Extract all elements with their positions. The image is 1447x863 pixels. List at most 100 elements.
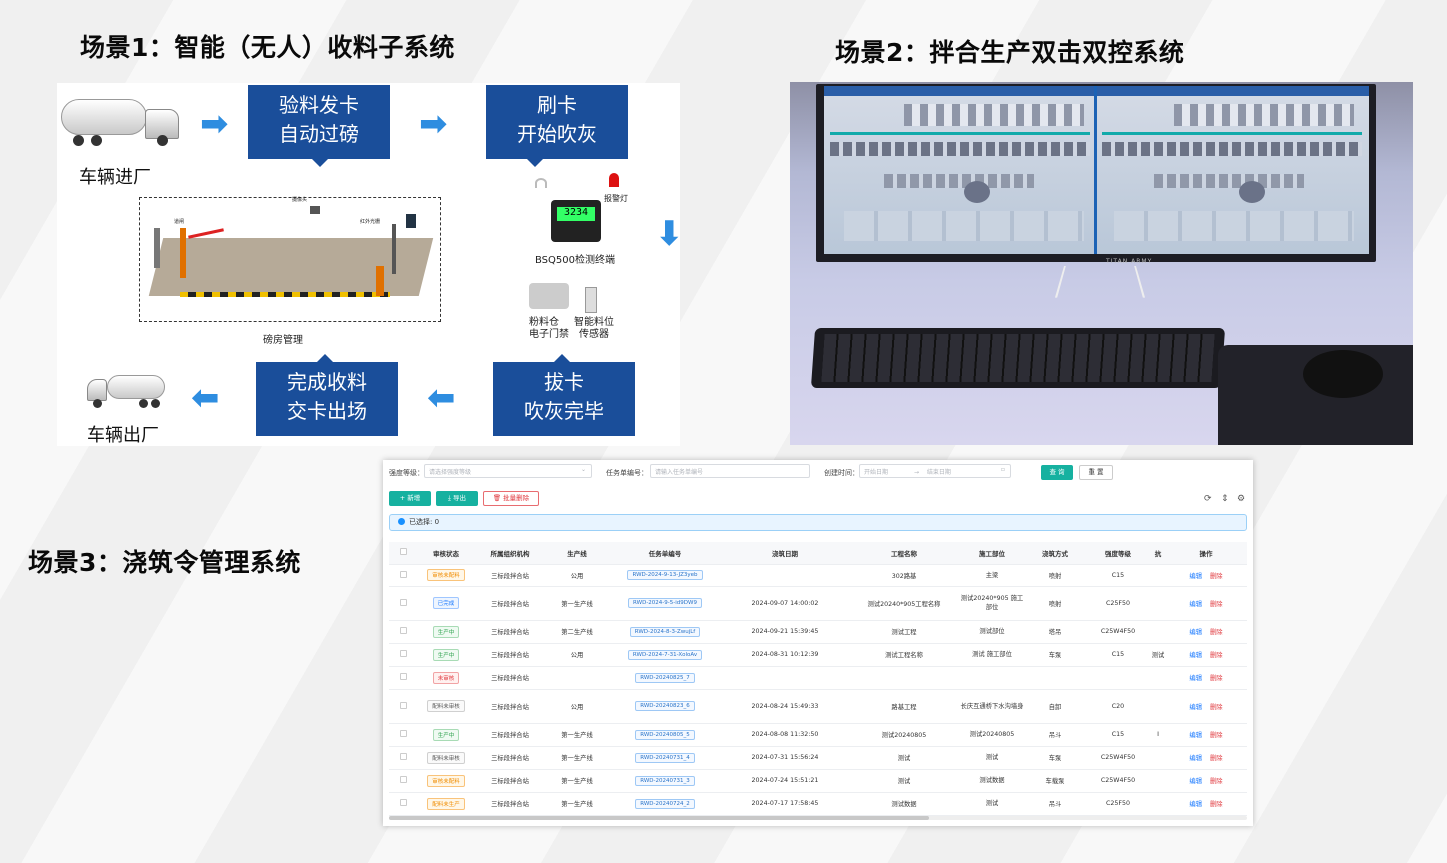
status-cell: 未审核 (417, 666, 475, 690)
task-number-link[interactable]: RWD-2024-9-5-id9DW9 (628, 598, 702, 608)
date-filter-label: 创建时间： (824, 469, 859, 477)
terminal-label: BSQ500检测终端 (535, 255, 615, 266)
delete-link[interactable]: 删除 (1210, 675, 1223, 682)
row-checkbox[interactable] (389, 620, 417, 644)
delete-link[interactable]: 删除 (1210, 572, 1223, 580)
extra-cell (1151, 666, 1165, 690)
arrow-left-icon: ⬅ (427, 378, 456, 418)
task-number-link[interactable]: RWD-20240805_5 (635, 729, 695, 740)
row-checkbox[interactable] (389, 746, 417, 770)
row-checkbox[interactable] (389, 666, 417, 690)
edit-link[interactable]: 编辑 (1189, 572, 1202, 580)
grade-cell: C25F50 (1085, 792, 1151, 816)
refresh-icon[interactable]: ⟳ (1204, 494, 1212, 504)
task-number-link[interactable]: RWD-20240724_2 (635, 798, 695, 809)
line-cell: 公用 (545, 689, 609, 724)
delete-link[interactable]: 删除 (1210, 778, 1223, 785)
task-cell: RWD-2024-9-13-JZ3yeb (609, 564, 721, 587)
task-number-link[interactable]: RWD-2024-8-3-ZwujLf (629, 626, 701, 637)
row-checkbox[interactable] (389, 643, 417, 667)
monitor-stand (1054, 265, 1146, 298)
line-cell: 公用 (545, 564, 609, 587)
select-all-checkbox[interactable] (389, 542, 417, 565)
task-cell: RWD-20240823_6 (609, 689, 721, 724)
edit-link[interactable]: 编辑 (1189, 629, 1202, 636)
edit-link[interactable]: 编辑 (1189, 755, 1202, 762)
task-number-link[interactable]: RWD-20240823_6 (635, 701, 695, 711)
delete-link[interactable]: 删除 (1210, 600, 1223, 608)
row-checkbox[interactable] (389, 689, 417, 724)
row-checkbox[interactable] (389, 769, 417, 793)
edit-link[interactable]: 编辑 (1189, 703, 1202, 711)
pouring-order-table: 审核状态 所属组织机构 生产线 任务单编号 浇筑日期 工程名称 施工部位 浇筑方… (389, 542, 1247, 816)
export-label: 导出 (452, 494, 466, 502)
status-badge: 未审核 (432, 671, 460, 684)
line-cell: 第一生产线 (545, 586, 609, 621)
date-cell: 2024-07-17 17:58:45 (721, 792, 849, 816)
delete-link[interactable]: 删除 (1210, 732, 1223, 739)
batch-delete-button[interactable]: 🗑 批量删除 (483, 491, 539, 506)
status-cell: 已完成 (417, 586, 475, 621)
method-cell: 吊斗 (1025, 792, 1085, 816)
part-cell: 测试部位 (959, 620, 1025, 644)
tanker-truck-out-icon (87, 373, 167, 413)
row-checkbox[interactable] (389, 586, 417, 621)
part-cell: 测试 (959, 746, 1025, 770)
col-grade: 强度等级 (1085, 542, 1151, 565)
edit-link[interactable]: 编辑 (1189, 652, 1202, 659)
date-cell (721, 564, 849, 587)
search-button[interactable]: 查 询 (1041, 465, 1073, 480)
add-button[interactable]: + 新增 (389, 491, 431, 506)
date-cell (721, 666, 849, 690)
delete-link[interactable]: 删除 (1210, 652, 1223, 659)
extra-cell (1151, 564, 1165, 587)
task-number-link[interactable]: RWD-20240825_7 (635, 672, 695, 683)
actions-cell: 编辑 删除 (1165, 620, 1247, 644)
row-checkbox[interactable] (389, 792, 417, 816)
silo-gate-label-line1: 粉料仓 (529, 317, 559, 328)
date-range-picker[interactable]: 开始日期 → 结束日期 ▫ (859, 464, 1011, 478)
status-badge: 已完成 (432, 597, 460, 609)
edit-link[interactable]: 编辑 (1189, 675, 1202, 682)
task-cell: RWD-2024-8-3-ZwujLf (609, 620, 721, 644)
step-remove-line2: 吹灰完毕 (524, 399, 604, 423)
row-checkbox[interactable] (389, 564, 417, 587)
export-button[interactable]: ⤓ 导出 (436, 491, 478, 506)
task-number-link[interactable]: RWD-2024-9-13-JZ3yeb (627, 570, 703, 580)
status-badge: 生产中 (432, 648, 460, 661)
task-filter-label: 任务单编号： (606, 469, 648, 477)
line-cell: 第一生产线 (545, 769, 609, 793)
scrollbar-thumb[interactable] (389, 816, 929, 820)
horizontal-scrollbar[interactable] (389, 816, 1247, 820)
task-number-link[interactable]: RWD-20240731_4 (635, 752, 695, 763)
camera-label: 摄像头 (292, 197, 308, 203)
delete-link[interactable]: 删除 (1210, 629, 1223, 636)
task-number-link[interactable]: RWD-20240731_3 (635, 775, 695, 786)
delete-link[interactable]: 删除 (1210, 801, 1223, 808)
task-number-link[interactable]: RWD-2024-7-31-XoloAv (627, 649, 703, 660)
edit-link[interactable]: 编辑 (1189, 600, 1202, 608)
edit-link[interactable]: 编辑 (1189, 801, 1202, 808)
settings-icon[interactable]: ⚙ (1237, 494, 1246, 504)
edit-link[interactable]: 编辑 (1189, 732, 1202, 739)
alarm-light-icon (609, 173, 619, 187)
status-badge: 审核未配料 (427, 569, 465, 581)
col-extra: 抗 (1151, 542, 1165, 565)
task-number-input[interactable]: 请输入任务单编号 (650, 464, 810, 478)
grade-select[interactable]: 请选择强度等级⌄ (424, 464, 592, 478)
delete-link[interactable]: 删除 (1210, 703, 1223, 711)
part-cell (959, 666, 1025, 690)
row-checkbox[interactable] (389, 723, 417, 747)
extra-cell (1151, 746, 1165, 770)
date-cell: 2024-09-07 14:00:02 (721, 586, 849, 621)
column-height-icon[interactable]: ⇕ (1221, 494, 1229, 504)
reset-button[interactable]: 重 置 (1079, 465, 1113, 480)
edit-link[interactable]: 编辑 (1189, 778, 1202, 785)
status-badge: 配料未生产 (427, 797, 465, 810)
status-cell: 审核未配料 (417, 564, 475, 587)
delete-link[interactable]: 删除 (1210, 755, 1223, 762)
